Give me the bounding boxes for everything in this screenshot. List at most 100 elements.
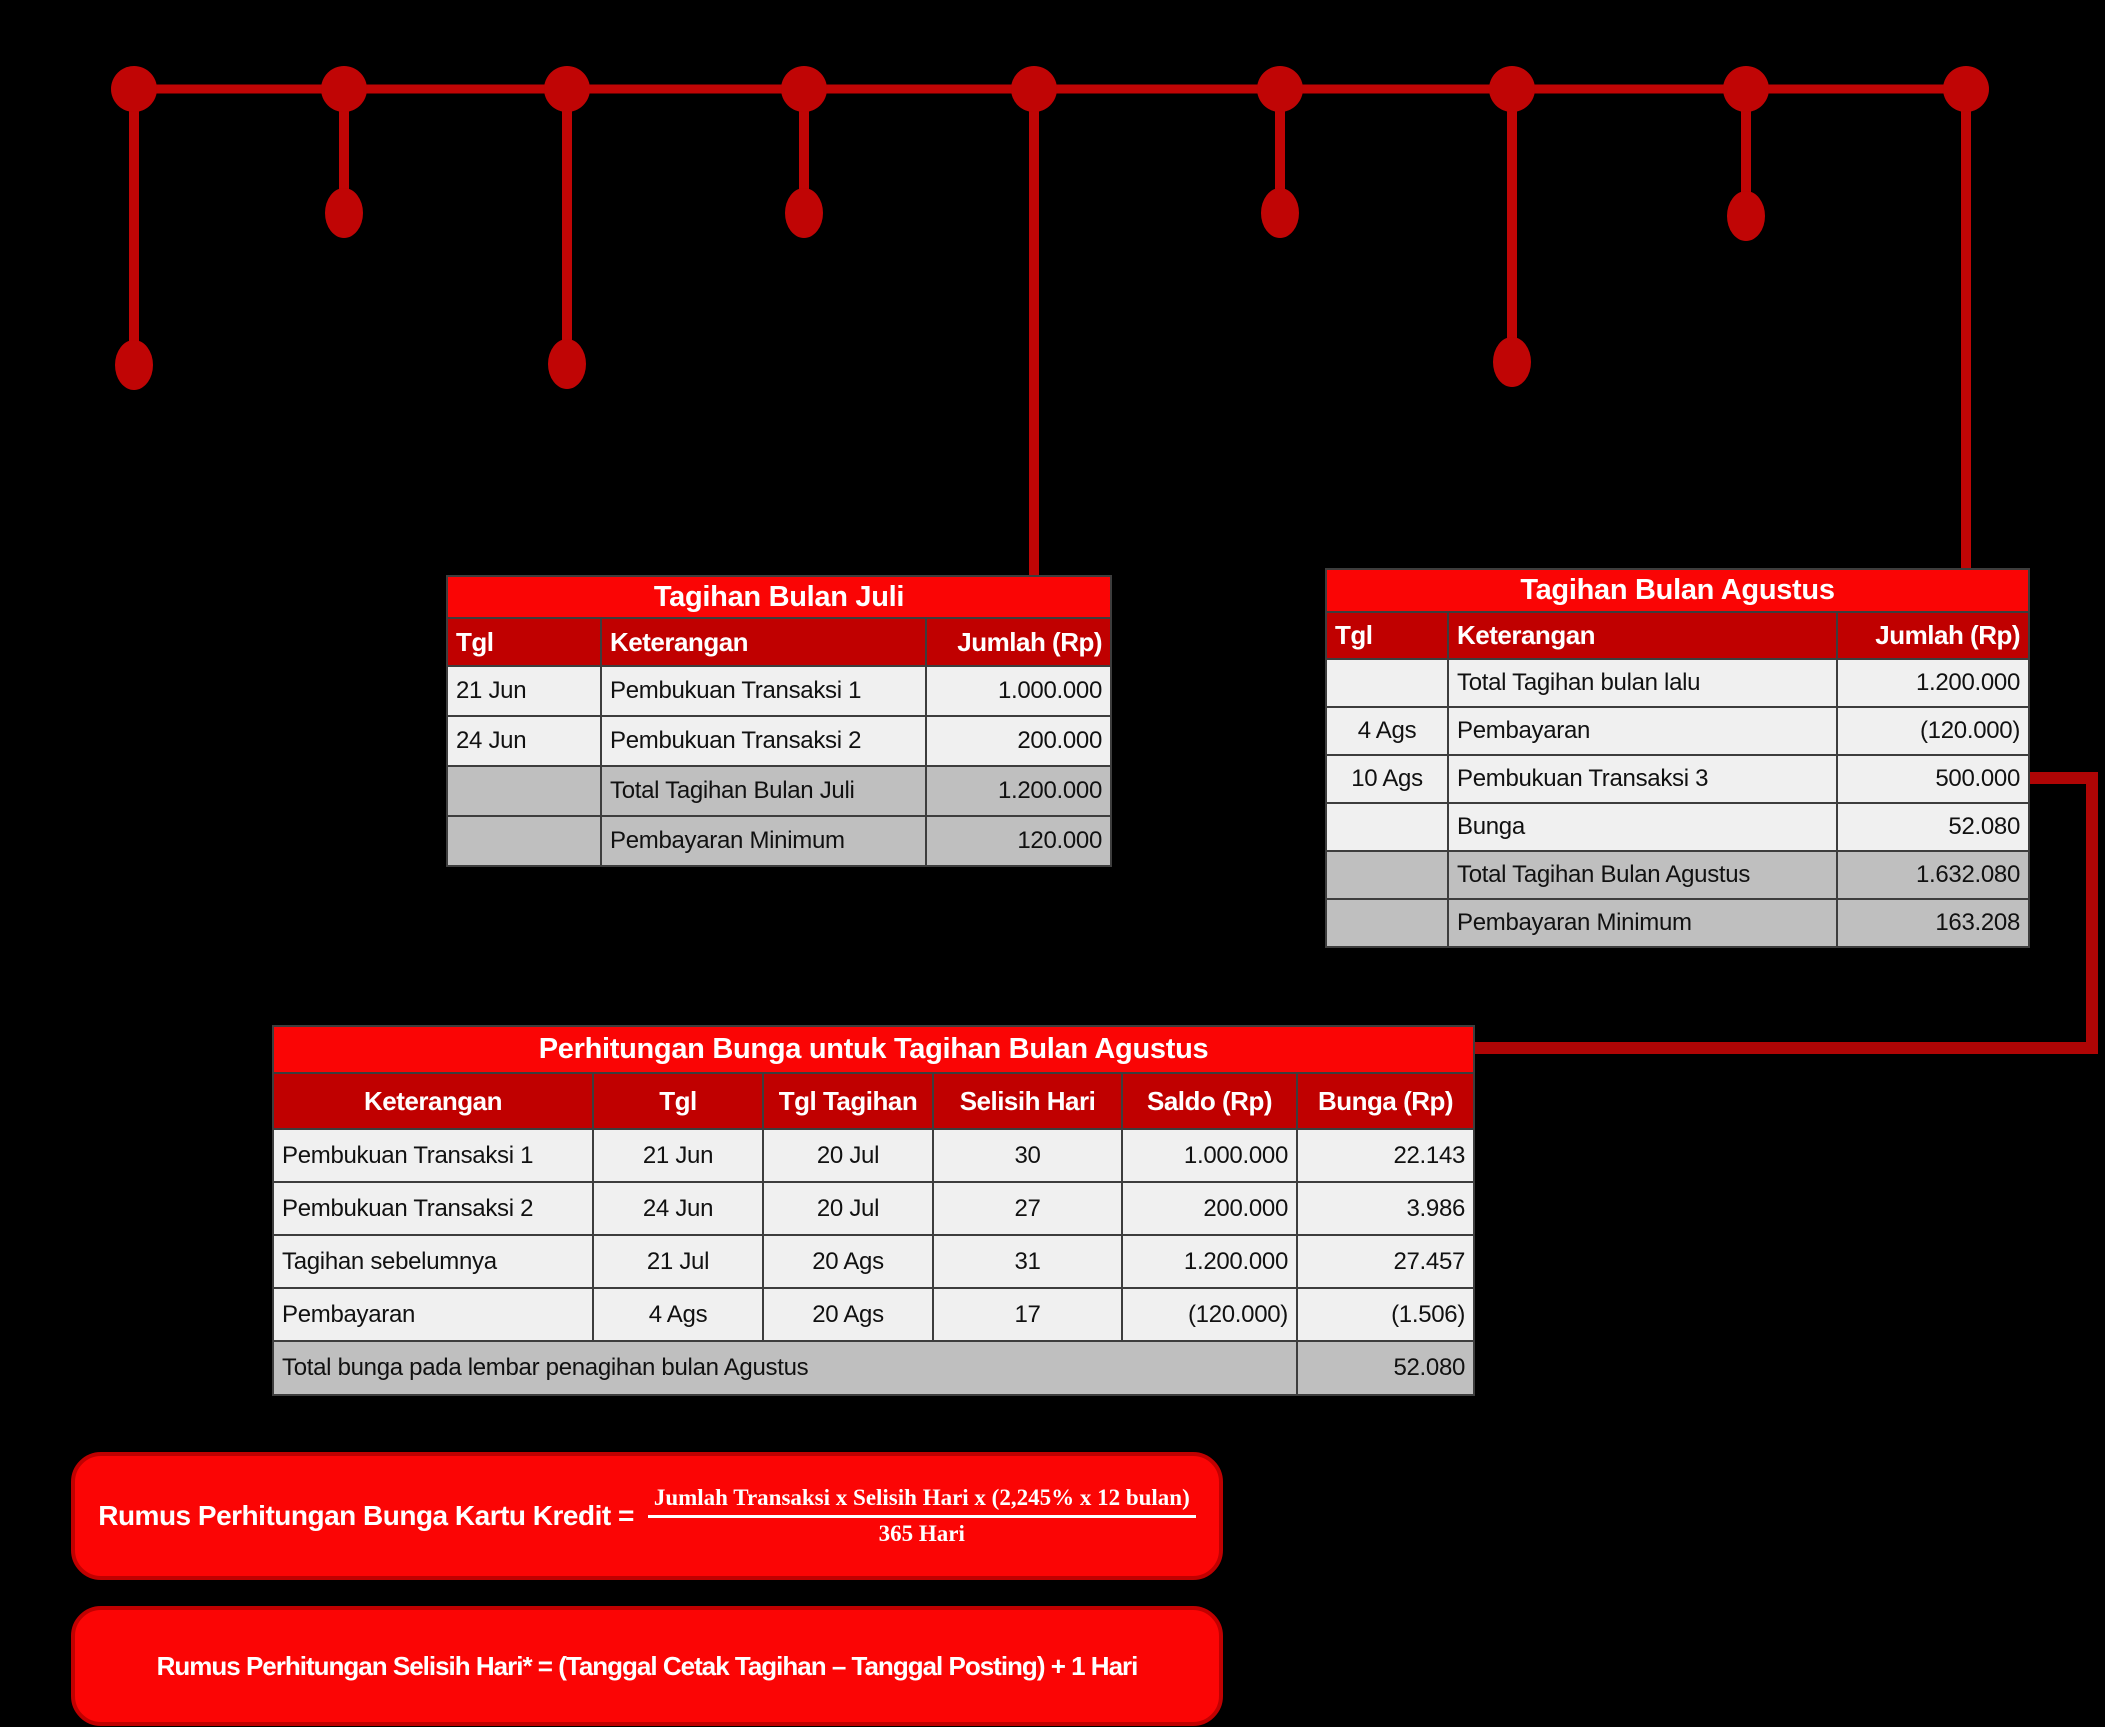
cell-tgl: 4 Ags bbox=[1325, 706, 1449, 756]
col-header-tgl: Tgl bbox=[592, 1072, 764, 1130]
timeline-dot bbox=[1943, 66, 1989, 112]
table-row-total: Pembayaran Minimum 120.000 bbox=[446, 815, 1113, 867]
formula-selisih-text: Rumus Perhitungan Selisih Hari* = (Tangg… bbox=[156, 1650, 1139, 1681]
cell-jumlah: 120.000 bbox=[924, 815, 1113, 867]
table-header-row: Tgl Keterangan Jumlah (Rp) bbox=[1325, 611, 2031, 660]
timeline-dot bbox=[321, 66, 367, 112]
cell-tgl bbox=[1325, 898, 1449, 948]
cell-bunga: 22.143 bbox=[1295, 1128, 1476, 1183]
cell-jumlah: 200.000 bbox=[924, 715, 1113, 767]
timeline-dot bbox=[785, 188, 823, 238]
cell-jumlah: 1.200.000 bbox=[924, 765, 1113, 817]
cell-tgl bbox=[446, 765, 602, 817]
table-row: 24 Jun Pembukuan Transaksi 2 200.000 bbox=[446, 715, 1113, 767]
col-header-saldo: Saldo (Rp) bbox=[1121, 1072, 1298, 1130]
table-row: Total Tagihan bulan lalu 1.200.000 bbox=[1325, 658, 2031, 708]
cell-keterangan: Pembukuan Transaksi 2 bbox=[600, 715, 927, 767]
cell-jumlah: 1.632.080 bbox=[1835, 850, 2031, 900]
cell-saldo: 1.200.000 bbox=[1121, 1234, 1298, 1289]
table-row-total: Total Tagihan Bulan Juli 1.200.000 bbox=[446, 765, 1113, 817]
timeline-dot bbox=[1727, 191, 1765, 241]
table-title: Tagihan Bulan Agustus bbox=[1324, 568, 2031, 613]
timeline-dot bbox=[544, 66, 590, 112]
col-header-selisih-hari: Selisih Hari bbox=[932, 1072, 1123, 1130]
table-row-total: Total Tagihan Bulan Agustus 1.632.080 bbox=[1325, 850, 2031, 900]
timeline-lines bbox=[129, 84, 1971, 582]
col-header-bunga: Bunga (Rp) bbox=[1295, 1072, 1476, 1130]
table-title-row: Tagihan Bulan Juli bbox=[445, 575, 1113, 619]
cell-keterangan: Pembayaran bbox=[272, 1287, 594, 1342]
cell-keterangan: Pembayaran Minimum bbox=[600, 815, 927, 867]
cell-total-value: 52.080 bbox=[1295, 1340, 1476, 1396]
cell-jumlah: 500.000 bbox=[1835, 754, 2031, 804]
cell-jumlah: 163.208 bbox=[1835, 898, 2031, 948]
cell-keterangan: Total Tagihan Bulan Juli bbox=[600, 765, 927, 817]
formula-bunga-label: Rumus Perhitungan Bunga Kartu Kredit = bbox=[98, 1500, 634, 1531]
timeline-dot bbox=[1261, 188, 1299, 238]
cell-selisih-hari: 17 bbox=[932, 1287, 1123, 1342]
cell-tgl-tagihan: 20 Ags bbox=[762, 1234, 934, 1289]
col-header-keterangan: Keterangan bbox=[600, 617, 927, 667]
cell-keterangan: Pembayaran bbox=[1447, 706, 1838, 756]
col-header-jumlah: Jumlah (Rp) bbox=[1835, 611, 2031, 660]
table-row: 21 Jun Pembukuan Transaksi 1 1.000.000 bbox=[446, 665, 1113, 717]
timeline-dot bbox=[115, 340, 153, 390]
cell-keterangan: Pembukuan Transaksi 2 bbox=[272, 1181, 594, 1236]
col-header-tgl: Tgl bbox=[446, 617, 602, 667]
table-title: Tagihan Bulan Juli bbox=[445, 575, 1113, 619]
table-row: Pembayaran 4 Ags 20 Ags 17 (120.000) (1.… bbox=[272, 1287, 1476, 1342]
table-perhitungan-bunga: Perhitungan Bunga untuk Tagihan Bulan Ag… bbox=[271, 1025, 1476, 1396]
table-row: Pembukuan Transaksi 2 24 Jun 20 Jul 27 2… bbox=[272, 1181, 1476, 1236]
cell-keterangan: Tagihan sebelumnya bbox=[272, 1234, 594, 1289]
col-header-jumlah: Jumlah (Rp) bbox=[924, 617, 1113, 667]
cell-tgl bbox=[446, 815, 602, 867]
col-header-tgl-tagihan: Tgl Tagihan bbox=[762, 1072, 934, 1130]
cell-selisih-hari: 30 bbox=[932, 1128, 1123, 1183]
table-title: Perhitungan Bunga untuk Tagihan Bulan Ag… bbox=[271, 1025, 1476, 1074]
col-header-keterangan: Keterangan bbox=[272, 1072, 594, 1130]
cell-tgl: 21 Jun bbox=[446, 665, 602, 717]
table-title-row: Perhitungan Bunga untuk Tagihan Bulan Ag… bbox=[271, 1025, 1476, 1074]
timeline-dot bbox=[325, 188, 363, 238]
cell-tgl-tagihan: 20 Jul bbox=[762, 1181, 934, 1236]
timeline-dot bbox=[781, 66, 827, 112]
table-row: Tagihan sebelumnya 21 Jul 20 Ags 31 1.20… bbox=[272, 1234, 1476, 1289]
cell-keterangan: Total Tagihan Bulan Agustus bbox=[1447, 850, 1838, 900]
formula-bunga-numerator: Jumlah Transaksi x Selisih Hari x (2,245… bbox=[647, 1485, 1196, 1518]
cell-tgl bbox=[1325, 850, 1449, 900]
cell-tgl: 10 Ags bbox=[1325, 754, 1449, 804]
cell-selisih-hari: 31 bbox=[932, 1234, 1123, 1289]
table-header-row: Keterangan Tgl Tgl Tagihan Selisih Hari … bbox=[272, 1072, 1476, 1130]
formula-bunga-denominator: 365 Hari bbox=[878, 1521, 965, 1546]
cell-jumlah: 1.000.000 bbox=[924, 665, 1113, 717]
cell-bunga: 3.986 bbox=[1295, 1181, 1476, 1236]
timeline-dot bbox=[548, 339, 586, 389]
cell-tgl bbox=[1325, 658, 1449, 708]
cell-tgl: 24 Jun bbox=[446, 715, 602, 767]
timeline-dot bbox=[1489, 66, 1535, 112]
cell-keterangan: Bunga bbox=[1447, 802, 1838, 852]
col-header-tgl: Tgl bbox=[1325, 611, 1449, 660]
cell-tgl: 24 Jun bbox=[592, 1181, 764, 1236]
cell-bunga: 27.457 bbox=[1295, 1234, 1476, 1289]
cell-jumlah: 1.200.000 bbox=[1835, 658, 2031, 708]
col-header-keterangan: Keterangan bbox=[1447, 611, 1838, 660]
cell-tgl-tagihan: 20 Ags bbox=[762, 1287, 934, 1342]
cell-tgl: 4 Ags bbox=[592, 1287, 764, 1342]
connector-line-agustus-to-perhitungan bbox=[1473, 772, 2098, 1054]
cell-keterangan: Pembayaran Minimum bbox=[1447, 898, 1838, 948]
table-row: Bunga 52.080 bbox=[1325, 802, 2031, 852]
cell-selisih-hari: 27 bbox=[932, 1181, 1123, 1236]
cell-keterangan: Pembukuan Transaksi 1 bbox=[600, 665, 927, 717]
cell-keterangan: Pembukuan Transaksi 3 bbox=[1447, 754, 1838, 804]
timeline-dot bbox=[1257, 66, 1303, 112]
timeline-dots bbox=[111, 66, 1989, 390]
timeline-dot bbox=[1493, 337, 1531, 387]
cell-keterangan: Pembukuan Transaksi 1 bbox=[272, 1128, 594, 1183]
cell-saldo: 1.000.000 bbox=[1121, 1128, 1298, 1183]
cell-tgl: 21 Jun bbox=[592, 1128, 764, 1183]
cell-saldo: (120.000) bbox=[1121, 1287, 1298, 1342]
table-tagihan-agustus: Tagihan Bulan Agustus Tgl Keterangan Jum… bbox=[1324, 568, 2031, 948]
cell-total-label: Total bunga pada lembar penagihan bulan … bbox=[272, 1340, 1298, 1396]
